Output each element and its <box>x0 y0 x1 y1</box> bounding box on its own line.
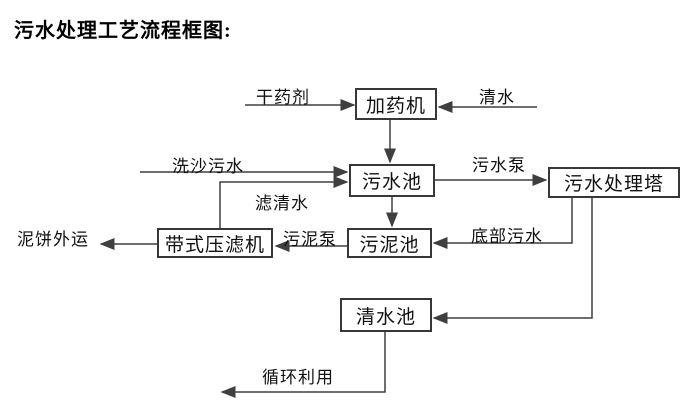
label-sand-washing-sewage: 洗沙污水 <box>172 157 244 176</box>
arrow-clean-water-pool-to-recycling <box>220 332 386 398</box>
node-belt-filter-press: 带式压滤机 <box>157 228 273 258</box>
label-bottom-sewage: 底部污水 <box>471 227 543 246</box>
arrow-filtered-water-press-to-sewage-pool <box>219 176 349 228</box>
node-dosing-machine: 加药机 <box>355 88 437 120</box>
label-filtered-water: 滤清水 <box>255 194 309 213</box>
node-sewage-treatment-tower: 污水处理塔 <box>548 167 680 198</box>
arrow-bottom-sewage-tower-to-sludge-pool <box>432 198 573 249</box>
page-title: 污水处理工艺流程框图: <box>14 20 232 42</box>
node-sludge-pool: 污泥池 <box>347 228 432 258</box>
label-sewage-pump: 污水泵 <box>472 156 526 175</box>
label-dry-chemical: 干药剂 <box>256 88 310 107</box>
arrow-tower-to-clean-water-pool <box>432 198 593 324</box>
node-sewage-pool: 污水池 <box>349 164 435 197</box>
label-recycling: 循环利用 <box>262 368 334 387</box>
label-clean-water: 清水 <box>479 88 515 107</box>
label-sludge-pump: 污泥泵 <box>283 230 337 249</box>
node-clean-water-pool: 清水池 <box>340 298 432 332</box>
label-mud-cake-outbound: 泥饼外运 <box>17 230 89 249</box>
